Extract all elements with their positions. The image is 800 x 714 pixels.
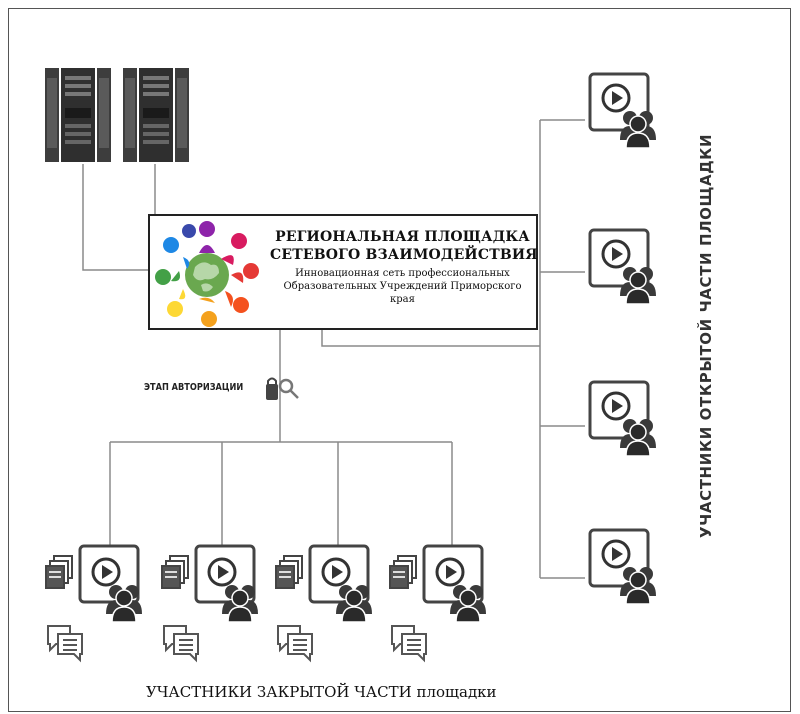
auth-stage-label: ЭТАП АВТОРИЗАЦИИ — [144, 382, 244, 393]
closed-part-label: УЧАСТНИКИ ЗАКРЫТОЙ ЧАСТИ площадки — [146, 683, 497, 701]
platform-title-block: РЕГИОНАЛЬНАЯ ПЛОЩАДКА СЕТЕВОГО ВЗАИМОДЕЙ… — [270, 228, 538, 306]
open-part-label: УЧАСТНИКИ ОТКРЫТОЙ ЧАСТИ ПЛОЩАДКИ — [697, 133, 715, 538]
connector-lines — [82, 119, 585, 579]
open-participant-3 — [590, 382, 656, 456]
closed-participant-2 — [162, 546, 258, 660]
closed-participant-3 — [276, 546, 372, 660]
closed-participant-4 — [390, 546, 486, 660]
closed-participant-1 — [46, 546, 142, 660]
platform-title-line1: РЕГИОНАЛЬНАЯ ПЛОЩАДКА — [275, 229, 530, 245]
open-participant-2 — [590, 230, 656, 304]
platform-box: РЕГИОНАЛЬНАЯ ПЛОЩАДКА СЕТЕВОГО ВЗАИМОДЕЙ… — [148, 214, 538, 330]
platform-title-line2: СЕТЕВОГО ВЗАИМОДЕЙСТВИЯ — [270, 247, 538, 263]
open-participant-4 — [590, 530, 656, 604]
server-icon — [123, 68, 189, 162]
lock-key-icon — [266, 377, 299, 400]
server-icon — [45, 68, 111, 162]
open-participant-1 — [590, 74, 656, 148]
platform-subtitle: Инновационная сеть профессиональных Обра… — [283, 268, 522, 305]
platform-logo — [155, 221, 259, 327]
